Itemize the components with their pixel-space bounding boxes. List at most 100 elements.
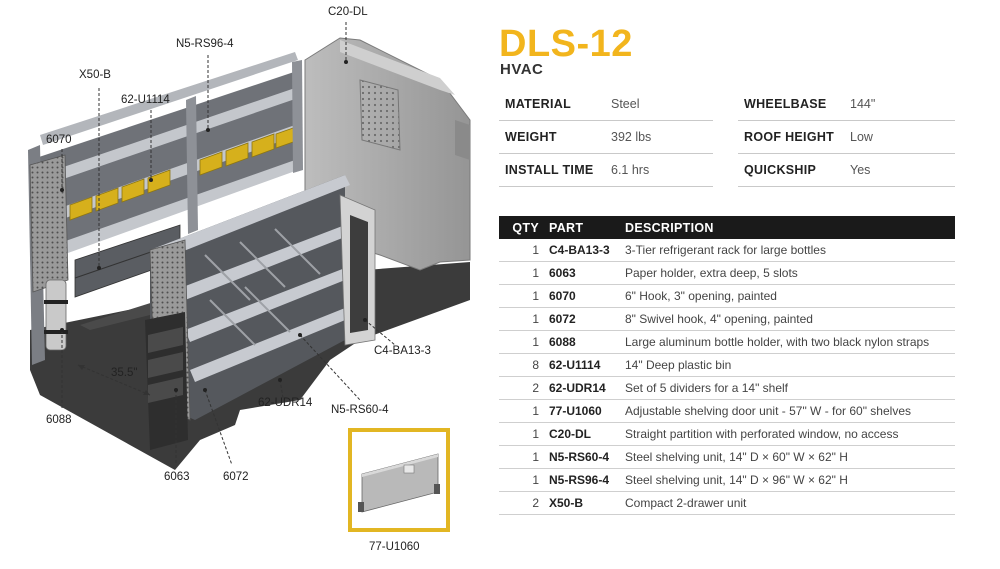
callout-6070: 6070 <box>46 134 72 146</box>
van-shelving-drawing <box>28 22 471 470</box>
shelving-unit-n5-rs96-4 <box>28 52 303 365</box>
header-description: DESCRIPTION <box>625 216 955 239</box>
spec-row: MATERIAL Steel <box>499 88 713 121</box>
spec-value: Low <box>844 120 955 154</box>
part-number: C20-DL <box>549 422 625 446</box>
part-description: Compact 2-drawer unit <box>625 491 955 515</box>
spec-value: 392 lbs <box>605 120 713 154</box>
specs-table-right: WHEELBASE 144" ROOF HEIGHT Low QUICKSHIP… <box>738 88 955 187</box>
part-qty: 1 <box>499 239 549 262</box>
part-description: Steel shelving unit, 14" D × 96" W × 62"… <box>625 468 955 492</box>
part-number: 6072 <box>549 307 625 331</box>
spec-row: INSTALL TIME 6.1 hrs <box>499 153 713 187</box>
part-description: Large aluminum bottle holder, with two b… <box>625 330 955 354</box>
bottle-holder-6088 <box>44 279 68 351</box>
callout-n5-rs96-4: N5-RS96-4 <box>176 38 234 50</box>
product-title: DLS-12 <box>499 23 633 65</box>
specs-table-left: MATERIAL Steel WEIGHT 392 lbs INSTALL TI… <box>499 88 713 187</box>
parts-table-header: QTY PART DESCRIPTION <box>499 216 955 239</box>
part-description: Steel shelving unit, 14" D × 60" W × 62"… <box>625 445 955 469</box>
part-qty: 1 <box>499 445 549 469</box>
spec-label: QUICKSHIP <box>738 153 844 187</box>
callout-6088: 6088 <box>46 414 72 426</box>
part-number: N5-RS96-4 <box>549 468 625 492</box>
spec-label: ROOF HEIGHT <box>738 120 844 154</box>
dimension-arrow <box>77 364 151 396</box>
callout-6063: 6063 <box>164 471 190 483</box>
part-qty: 1 <box>499 422 549 446</box>
paper-holder-6063 <box>145 312 188 450</box>
spec-value: Steel <box>605 88 713 121</box>
van-shelving-illustration: C20-DL N5-RS96-4 X50-B 62-U1114 6070 C4-… <box>0 0 480 564</box>
part-description: 14" Deep plastic bin <box>625 353 955 377</box>
spec-row: WEIGHT 392 lbs <box>499 120 713 154</box>
callout-62-udr14: 62-UDR14 <box>258 397 313 409</box>
header-part: PART <box>549 216 625 239</box>
spec-label: INSTALL TIME <box>499 153 605 187</box>
callout-n5-rs60-4: N5-RS60-4 <box>331 404 389 416</box>
part-number: C4-BA13-3 <box>549 239 625 262</box>
part-qty: 1 <box>499 284 549 308</box>
part-number: 77-U1060 <box>549 399 625 423</box>
callout-x50-b: X50-B <box>79 69 111 81</box>
shelving-unit-n5-rs60-4 <box>149 175 376 421</box>
callout-c20-dl: C20-DL <box>328 6 368 18</box>
part-description: Set of 5 dividers for a 14" shelf <box>625 376 955 400</box>
partition-window <box>359 79 401 151</box>
spec-row: ROOF HEIGHT Low <box>738 120 955 154</box>
callout-dimension: 35.5" <box>111 367 138 379</box>
part-qty: 1 <box>499 468 549 492</box>
part-number: 6063 <box>549 261 625 285</box>
product-subtitle: HVAC <box>500 61 544 78</box>
part-description: Adjustable shelving door unit - 57" W - … <box>625 399 955 423</box>
part-description: 6" Hook, 3" opening, painted <box>625 284 955 308</box>
spec-value: Yes <box>844 153 955 187</box>
part-qty: 1 <box>499 330 549 354</box>
spec-label: MATERIAL <box>499 88 605 121</box>
part-qty: 8 <box>499 353 549 377</box>
callout-6072: 6072 <box>223 471 249 483</box>
callout-62-u1114: 62-U1114 <box>121 94 170 106</box>
part-qty: 1 <box>499 307 549 331</box>
inset-door-unit <box>348 428 450 532</box>
part-description: Paper holder, extra deep, 5 slots <box>625 261 955 285</box>
part-number: 6070 <box>549 284 625 308</box>
part-qty: 2 <box>499 491 549 515</box>
part-qty: 1 <box>499 399 549 423</box>
part-number: 62-U1114 <box>549 353 625 377</box>
callout-c4-ba13-3: C4-BA13-3 <box>374 345 431 357</box>
plastic-bins-62-u1114 <box>69 126 297 221</box>
header-qty: QTY <box>499 216 549 239</box>
spec-value: 144" <box>844 88 955 121</box>
part-description: Straight partition with perforated windo… <box>625 422 955 446</box>
part-number: 62-UDR14 <box>549 376 625 400</box>
part-description: 3-Tier refrigerant rack for large bottle… <box>625 239 955 262</box>
spec-label: WEIGHT <box>499 120 605 154</box>
spec-row: WHEELBASE 144" <box>738 88 955 121</box>
leader-lines <box>61 22 396 466</box>
spec-label: WHEELBASE <box>738 88 844 121</box>
part-qty: 2 <box>499 376 549 400</box>
door-unit-drawing <box>358 453 440 513</box>
part-description: 8" Swivel hook, 4" opening, painted <box>625 307 955 331</box>
callout-77-u1060: 77-U1060 <box>369 541 420 553</box>
part-qty: 1 <box>499 261 549 285</box>
spec-value: 6.1 hrs <box>605 153 713 187</box>
part-number: 6088 <box>549 330 625 354</box>
part-number: N5-RS60-4 <box>549 445 625 469</box>
part-number: X50-B <box>549 491 625 515</box>
